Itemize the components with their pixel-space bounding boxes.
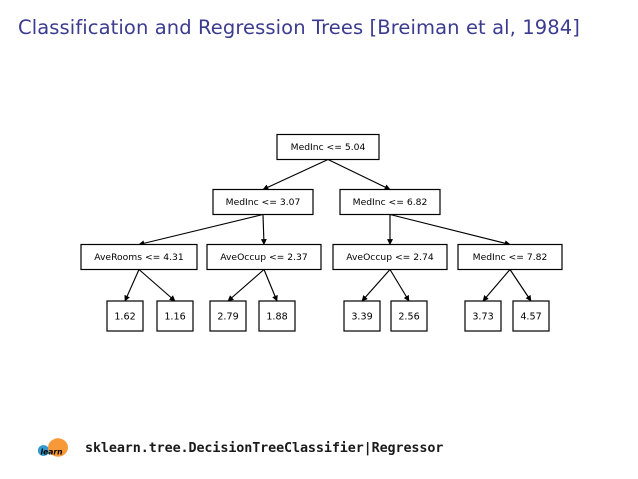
split-condition-label: MedInc <= 5.04	[291, 142, 366, 153]
split-condition-label: MedInc <= 3.07	[226, 197, 301, 208]
tree-split-node: MedInc <= 7.82	[457, 243, 563, 271]
tree-leaf-node: 3.39	[343, 300, 381, 332]
node-box	[206, 243, 322, 271]
leaf-value-label: 4.57	[520, 312, 541, 323]
tree-leaf-node: 3.73	[464, 300, 502, 332]
tree-edge-false	[260, 214, 267, 246]
leaf-value-label: 1.16	[164, 312, 185, 323]
tree-edge-false	[263, 269, 278, 302]
tree-edge-false	[389, 269, 410, 302]
leaf-value-label: 3.39	[351, 312, 372, 323]
split-condition-label: AveOccup <= 2.74	[346, 252, 434, 263]
leaf-value-label: 3.73	[472, 312, 493, 323]
tree-edge-false	[509, 269, 532, 302]
leaf-value-label: 2.56	[398, 312, 419, 323]
tree-leaf-node: 1.16	[156, 300, 194, 332]
tree-edge-true	[227, 269, 265, 302]
node-box	[339, 188, 441, 216]
tree-split-node: AveRooms <= 4.31	[80, 243, 198, 271]
node-box	[343, 300, 381, 332]
split-condition-label: MedInc <= 6.82	[353, 197, 428, 208]
node-box	[258, 300, 296, 332]
tree-split-node: MedInc <= 6.82	[339, 188, 441, 216]
split-condition-label: AveOccup <= 2.37	[220, 252, 308, 263]
leaf-value-label: 1.62	[114, 312, 135, 323]
tree-edge-true	[124, 269, 140, 302]
tree-leaf-node: 4.57	[512, 300, 550, 332]
node-box	[390, 300, 428, 332]
scikit-learn-logo-icon: learn	[37, 438, 68, 457]
api-path-label: sklearn.tree.DecisionTreeClassifier|Regr…	[85, 440, 444, 456]
tree-leaf-node: 1.62	[106, 300, 144, 332]
tree-split-node: AveOccup <= 2.37	[206, 243, 322, 271]
node-box	[156, 300, 194, 332]
node-box	[464, 300, 502, 332]
footer: learn sklearn.tree.DecisionTreeClassifie…	[36, 435, 443, 461]
node-box	[457, 243, 563, 271]
tree-leaf-node: 2.79	[209, 300, 247, 332]
tree-edge-true	[138, 213, 264, 247]
tree-edge-false	[389, 213, 511, 247]
tree-split-node: MedInc <= 3.07	[212, 188, 314, 216]
tree-edge-true	[262, 158, 329, 191]
page-title: Classification and Regression Trees [Bre…	[18, 16, 580, 39]
tree-split-node: MedInc <= 5.04	[276, 133, 380, 161]
logo-wordmark: learn	[40, 448, 62, 457]
leaf-value-label: 2.79	[217, 312, 238, 323]
node-box	[332, 243, 448, 271]
node-box	[106, 300, 144, 332]
tree-edge-true	[482, 269, 511, 302]
split-condition-label: MedInc <= 7.82	[473, 252, 548, 263]
node-box	[512, 300, 550, 332]
tree-leaf-node: 1.88	[258, 300, 296, 332]
node-box	[276, 133, 380, 161]
split-condition-label: AveRooms <= 4.31	[94, 252, 183, 263]
tree-split-node: AveOccup <= 2.74	[332, 243, 448, 271]
node-box	[212, 188, 314, 216]
node-box	[80, 243, 198, 271]
tree-leaf-node: 2.56	[390, 300, 428, 332]
node-box	[209, 300, 247, 332]
tree-edge-false	[327, 158, 391, 191]
tree-edge-false	[138, 269, 176, 302]
tree-edge-layer	[124, 158, 532, 302]
tree-edge-true	[361, 269, 391, 302]
leaf-value-label: 1.88	[266, 312, 287, 323]
